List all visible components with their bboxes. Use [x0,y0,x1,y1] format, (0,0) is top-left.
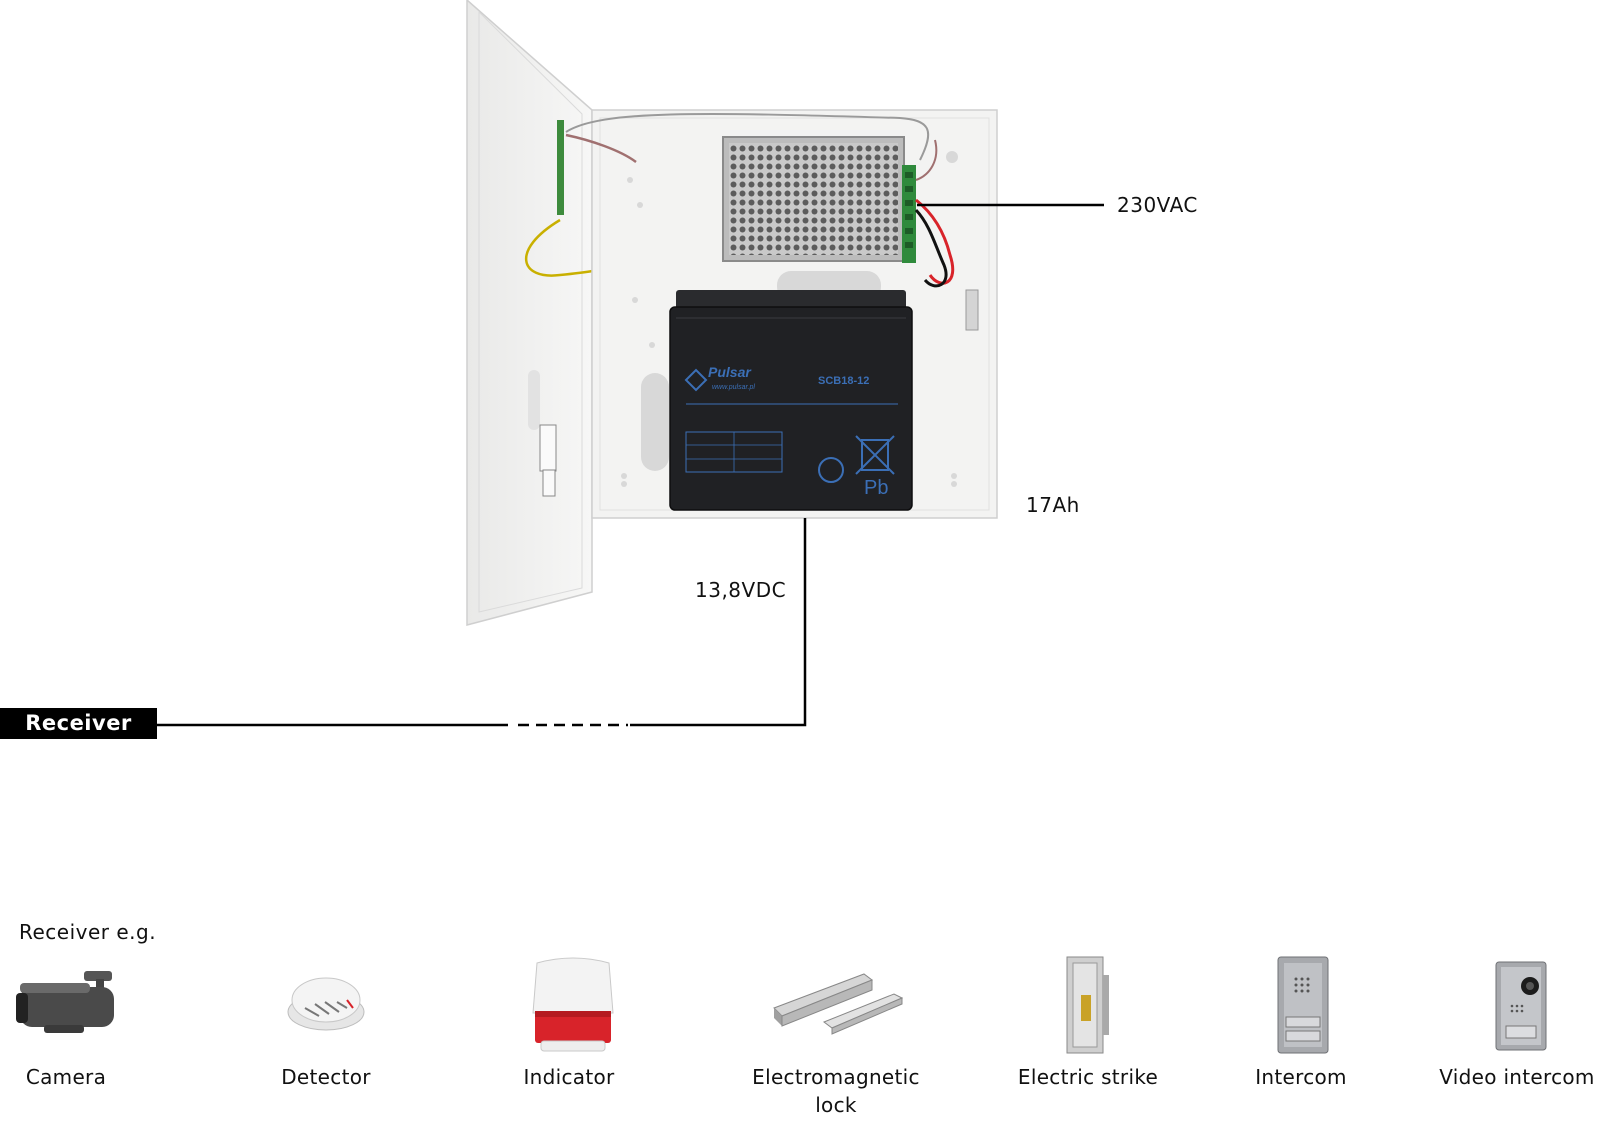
connection-lines [157,203,1104,727]
intercom-icon [1276,955,1330,1059]
device-label-detector: Detector [281,1065,371,1089]
device-label-electric-strike: Electric strike [1017,1065,1159,1089]
battery-pb-mark: Pb [864,477,888,499]
electric-strike-icon [1063,955,1111,1059]
device-label-intercom: Intercom [1255,1065,1347,1089]
receiver-badge: Receiver [0,708,157,739]
device-label-camera: Camera [25,1065,107,1089]
receiver-examples-label: Receiver e.g. [19,920,157,944]
battery-brand: Pulsar [708,364,752,380]
device-label-electromagnetic-lock: Electromagnetic lock [752,1065,920,1117]
device-label-indicator: Indicator [523,1065,615,1089]
battery [669,290,913,511]
battery-model: SCB18-12 [818,375,869,387]
siren-indicator-icon [527,955,619,1059]
ac-input-label: 230VAC [1117,193,1198,217]
smoke-detector-icon [285,972,367,1038]
dc-output-label: 13,8VDC [695,578,787,602]
device-label-video-intercom: Video intercom [1439,1065,1595,1089]
battery-website: www.pulsar.pl [712,384,755,391]
electromagnetic-lock-icon [770,968,904,1046]
camera-icon [14,965,124,1047]
video-intercom-icon [1494,960,1548,1056]
psu-module [722,136,955,288]
battery-capacity-label: 17Ah [1026,493,1080,517]
